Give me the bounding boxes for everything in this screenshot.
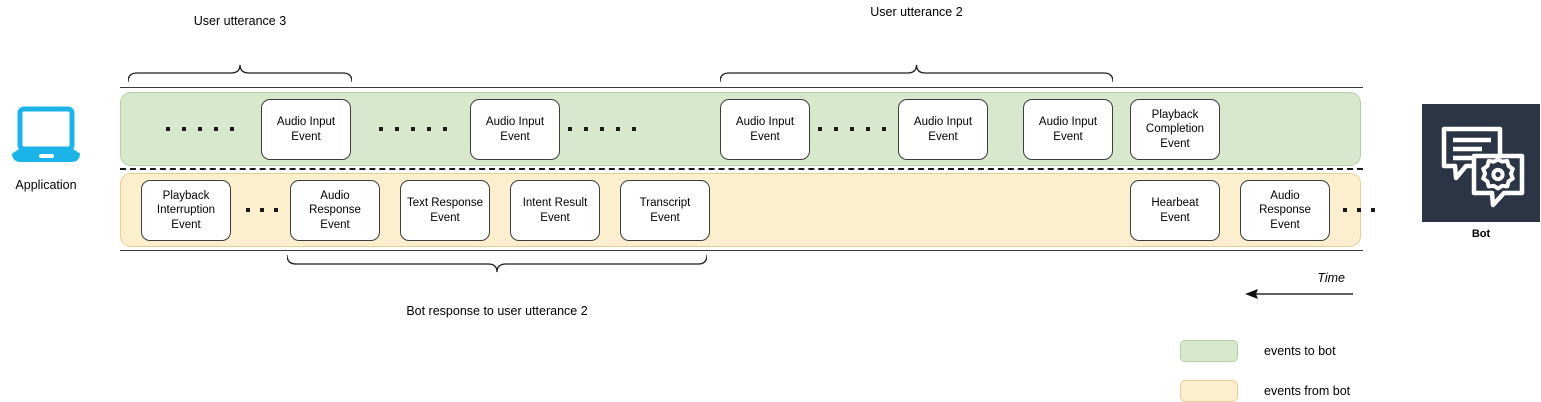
application-label: Application — [15, 178, 77, 192]
bot-endpoint: Bot — [1421, 104, 1541, 241]
dot — [182, 127, 186, 131]
dot — [834, 127, 838, 131]
event-box[interactable]: Audio Input Event — [470, 99, 560, 160]
event-box[interactable]: Audio Input Event — [898, 99, 988, 160]
ellipsis-dots — [568, 127, 636, 131]
legend-item-events-from-bot: events from bot — [1180, 380, 1350, 402]
time-axis-label: Time — [1317, 271, 1345, 285]
dot — [214, 127, 218, 131]
ellipsis-dots — [166, 127, 234, 131]
ellipsis-dots — [1343, 208, 1375, 212]
label-user-utterance-3: User utterance 3 — [193, 14, 287, 28]
event-box[interactable]: Audio Input Event — [261, 99, 351, 160]
legend-swatch-events-to-bot — [1180, 340, 1238, 362]
dot — [230, 127, 234, 131]
curly-brace — [719, 64, 1114, 83]
dot — [632, 127, 636, 131]
dot — [246, 208, 250, 212]
dot — [1343, 208, 1347, 212]
dot — [1371, 208, 1375, 212]
dot — [411, 127, 415, 131]
gear-icon — [1481, 157, 1515, 191]
event-box[interactable]: Playback Interruption Event — [141, 180, 231, 241]
time-axis: Time — [1243, 271, 1353, 307]
event-box[interactable]: Audio Response Event — [1240, 180, 1330, 241]
arrow-left-icon — [1245, 288, 1353, 299]
ellipsis-dots — [379, 127, 447, 131]
laptop-icon — [12, 106, 80, 162]
bot-label: Bot — [1471, 228, 1491, 240]
dot — [443, 127, 447, 131]
application-endpoint: Application — [0, 105, 92, 193]
dot — [379, 127, 383, 131]
curly-brace — [286, 254, 708, 273]
event-box[interactable]: Hearbeat Event — [1130, 180, 1220, 241]
dot — [616, 127, 620, 131]
dot — [882, 127, 886, 131]
event-box[interactable]: Intent Result Event — [510, 180, 600, 241]
event-box[interactable]: Text Response Event — [400, 180, 490, 241]
brace-bot-response-2 — [286, 254, 708, 283]
dot — [395, 127, 399, 131]
brace-user-utterance-3 — [127, 55, 353, 83]
event-box[interactable]: Audio Response Event — [290, 180, 380, 241]
event-box[interactable]: Audio Input Event — [720, 99, 810, 160]
legend-swatch-events-from-bot — [1180, 380, 1238, 402]
dot — [568, 127, 572, 131]
dot — [818, 127, 822, 131]
ellipsis-dots — [246, 208, 278, 212]
dot — [198, 127, 202, 131]
dot — [600, 127, 604, 131]
dot — [584, 127, 588, 131]
event-box[interactable]: Playback Completion Event — [1130, 99, 1220, 160]
timeline-top-rule — [120, 87, 1363, 88]
label-user-utterance-2: User utterance 2 — [870, 5, 963, 19]
dot — [866, 127, 870, 131]
dot — [260, 208, 264, 212]
dot — [427, 127, 431, 131]
dot — [166, 127, 170, 131]
label-bot-response-2: Bot response to user utterance 2 — [406, 304, 588, 318]
dot — [274, 208, 278, 212]
brace-user-utterance-2 — [719, 46, 1114, 83]
timeline-bottom-rule — [120, 250, 1363, 251]
chat-bot-icon — [1441, 126, 1525, 208]
ellipsis-dots — [818, 127, 886, 131]
dot — [1357, 208, 1361, 212]
event-box[interactable]: Transcript Event — [620, 180, 710, 241]
legend-label-events-from-bot: events from bot — [1264, 384, 1351, 398]
legend-label-events-to-bot: events to bot — [1264, 344, 1336, 358]
dot — [850, 127, 854, 131]
legend-item-events-to-bot: events to bot — [1180, 340, 1336, 362]
event-box[interactable]: Audio Input Event — [1023, 99, 1113, 160]
lane-divider — [120, 168, 1363, 170]
curly-brace — [127, 64, 353, 83]
bot-tile — [1422, 104, 1540, 222]
